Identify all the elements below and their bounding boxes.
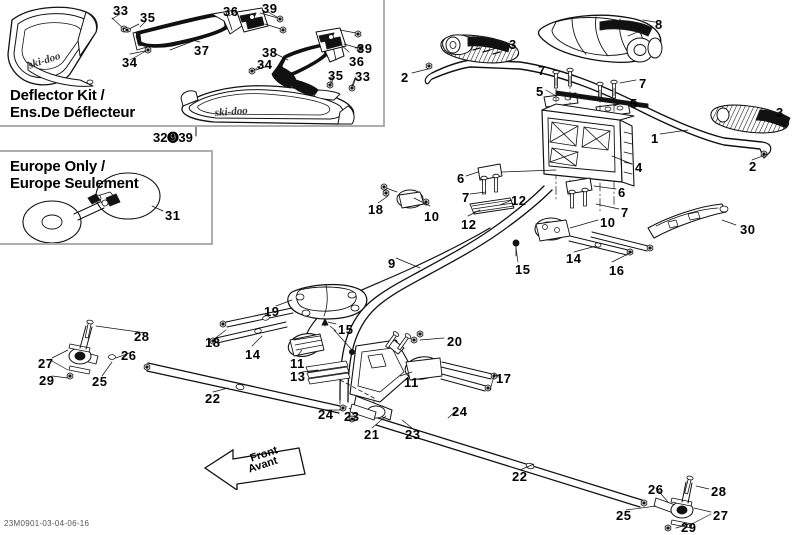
deflector-kit-title: Deflector Kit / Ens.De Déflecteur — [10, 87, 135, 121]
callout-main-m6b: 6 — [618, 185, 626, 200]
callout-main-m26b: 26 — [648, 482, 664, 497]
callout-deflector-c36b: 36 — [349, 54, 365, 69]
callout-deflector-c34a: 34 — [122, 55, 138, 70]
callout-main-m21: 21 — [364, 427, 380, 442]
europe-only-box — [0, 150, 213, 245]
callout-deflector-c38: 38 — [262, 45, 278, 60]
callout-main-m30: 30 — [740, 222, 756, 237]
callout-main-m5a: 5 — [536, 84, 544, 99]
callout-deflector-c35a: 35 — [140, 10, 156, 25]
callout-main-m3b: 3 — [776, 105, 784, 120]
callout-main-m8: 8 — [655, 17, 663, 32]
callout-main-m7b: 7 — [639, 76, 647, 91]
deflector-range-label: 32➒39 — [153, 130, 193, 145]
callout-main-m24b: 24 — [452, 404, 468, 419]
callout-main-m27b: 27 — [713, 508, 729, 523]
callout-deflector-c33a: 33 — [113, 3, 129, 18]
callout-main-m24a: 24 — [318, 407, 334, 422]
callout-main-m4: 4 — [635, 160, 643, 175]
callout-main-m22b: 22 — [512, 469, 528, 484]
callout-main-m27a: 27 — [38, 356, 54, 371]
callout-main-m3a: 3 — [509, 37, 517, 52]
callout-main-m13: 13 — [290, 369, 306, 384]
callout-main-m28a: 28 — [134, 329, 150, 344]
europe-only-title: Europe Only / Europe Seulement — [10, 158, 139, 192]
callout-main-m26a: 26 — [121, 348, 137, 363]
callout-main-m23b: 23 — [405, 427, 421, 442]
callout-main-m6a: 6 — [457, 171, 465, 186]
callout-main-m28b: 28 — [711, 484, 727, 499]
callout-deflector-c37: 37 — [194, 43, 210, 58]
callout-main-m12a: 12 — [511, 193, 527, 208]
deflector-kit-box — [0, 0, 385, 127]
callout-main-m14b: 14 — [245, 347, 261, 362]
callout-main-m29b: 29 — [681, 520, 697, 535]
callout-main-m14a: 14 — [566, 251, 582, 266]
callout-main-m15b: 15 — [338, 322, 354, 337]
callout-europe-c31: 31 — [165, 208, 181, 223]
callout-main-m16: 16 — [609, 263, 625, 278]
callout-main-m18b: 18 — [205, 335, 221, 350]
callout-main-m17: 17 — [496, 371, 512, 386]
callout-main-m25a: 25 — [92, 374, 108, 389]
callout-main-m20: 20 — [447, 334, 463, 349]
callout-main-m29a: 29 — [39, 373, 55, 388]
callout-deflector-c39a: 39 — [262, 1, 278, 16]
callout-main-m2b: 2 — [749, 159, 757, 174]
callout-deflector-c34b: 34 — [257, 57, 273, 72]
callout-main-m25b: 25 — [616, 508, 632, 523]
callout-main-m1: 1 — [651, 131, 659, 146]
callout-main-m9: 9 — [388, 256, 396, 271]
callout-main-m5b: 5 — [630, 96, 638, 111]
front-direction-arrow: Front Avant — [203, 444, 307, 492]
callout-main-m19: 19 — [264, 304, 280, 319]
callout-main-m18a: 18 — [368, 202, 384, 217]
callout-main-m23a: 23 — [344, 409, 360, 424]
callout-deflector-c33b: 33 — [355, 69, 371, 84]
callout-main-m15a: 15 — [515, 262, 531, 277]
callout-main-m22a: 22 — [205, 391, 221, 406]
callout-main-m7d: 7 — [621, 205, 629, 220]
callout-main-m2a: 2 — [401, 70, 409, 85]
callout-main-m12b: 12 — [461, 217, 477, 232]
front-arrow-shape — [203, 447, 306, 492]
callout-main-m11b: 11 — [404, 375, 419, 390]
callout-main-m7a: 7 — [538, 63, 546, 78]
callout-main-m10b: 10 — [600, 215, 616, 230]
callout-main-m10a: 10 — [424, 209, 440, 224]
callout-deflector-c35b: 35 — [328, 68, 344, 83]
callout-main-m11a: 11 — [290, 356, 305, 371]
callout-deflector-c36a: 36 — [223, 4, 239, 19]
callout-deflector-c39b: 39 — [357, 41, 373, 56]
sheet-reference-code: 23M0901-03-04-06-16 — [4, 519, 90, 528]
callout-main-m7c: 7 — [462, 190, 470, 205]
